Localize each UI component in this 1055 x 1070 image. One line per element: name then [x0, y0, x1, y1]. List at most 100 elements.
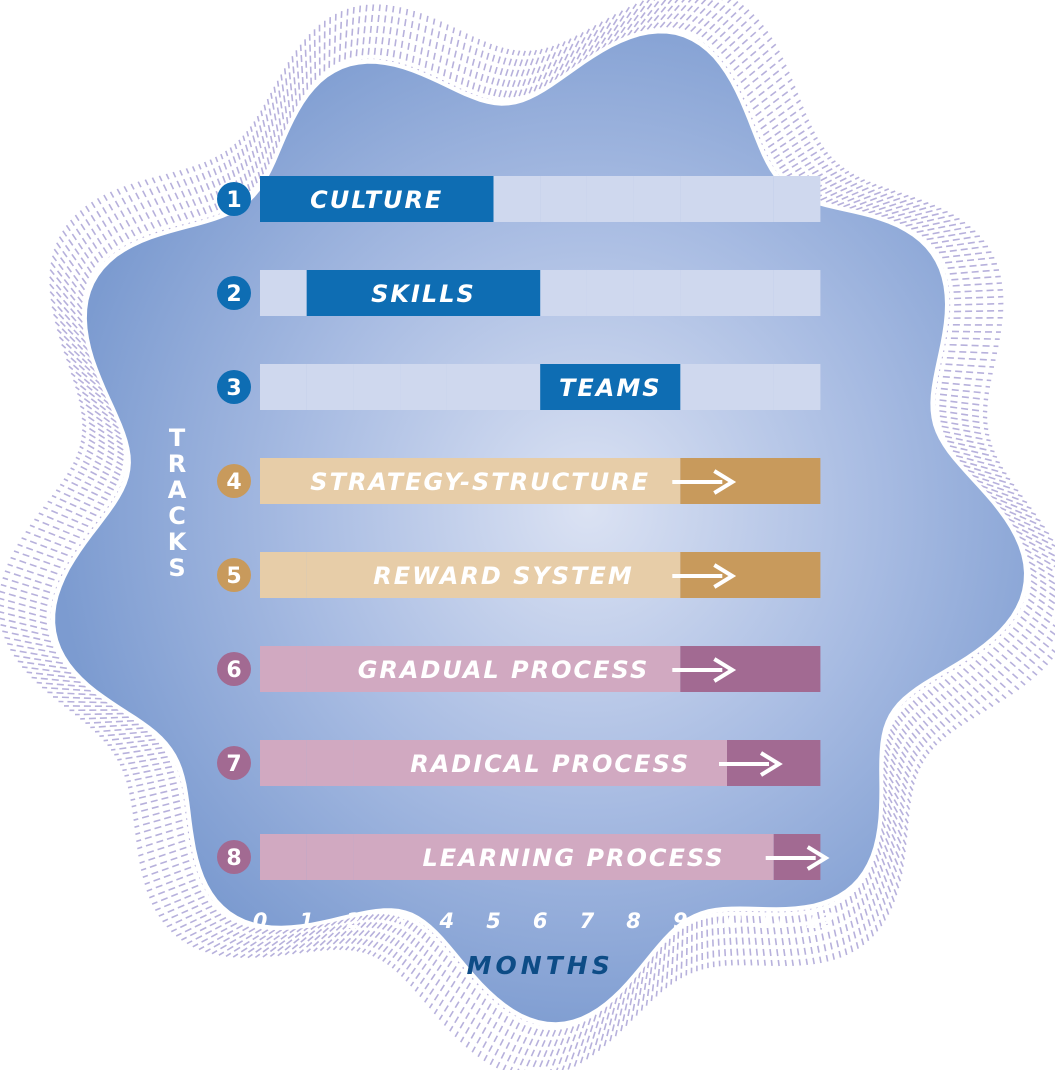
- track-row-8: LEARNING PROCESS 8: [217, 834, 830, 880]
- track-row-4: STRATEGY-STRUCTURE 4: [217, 458, 821, 504]
- track-row-2: SKILLS 2: [217, 270, 821, 316]
- track-number: 1: [226, 188, 241, 213]
- month-cell: [680, 176, 727, 222]
- x-tick-label: 12: [806, 909, 835, 933]
- x-tick-label: 6: [533, 909, 548, 933]
- y-axis-title-letter: S: [168, 554, 185, 582]
- month-cell: [306, 740, 354, 786]
- month-cell: [586, 176, 634, 222]
- month-cell: [260, 364, 307, 410]
- month-cell: [446, 364, 494, 410]
- continue-arrow: [672, 469, 737, 495]
- x-tick-label: 4: [438, 909, 454, 933]
- track-number-badge: 3: [217, 370, 251, 404]
- track-bar: [260, 176, 494, 222]
- month-cell: [727, 364, 774, 410]
- x-axis-title: MONTHS: [467, 951, 614, 980]
- month-cell: [306, 834, 354, 880]
- month-cell: [540, 176, 587, 222]
- month-cell: [633, 176, 681, 222]
- track-number: 7: [226, 752, 241, 777]
- track-number-badge: 4: [217, 464, 251, 498]
- y-axis-title-letter: K: [168, 528, 188, 556]
- track-number-badge: 6: [217, 652, 251, 686]
- y-axis-title-letter: R: [168, 450, 186, 478]
- track-bar: [306, 552, 681, 598]
- month-cell: [400, 364, 447, 410]
- track-label: LEARNING PROCESS: [423, 844, 725, 872]
- month-cell: [680, 270, 727, 316]
- track-number: 8: [226, 846, 241, 871]
- track-label: CULTURE: [310, 186, 443, 214]
- month-cell: [260, 646, 307, 692]
- track-label: RADICAL PROCESS: [410, 750, 690, 778]
- month-cell: [493, 364, 541, 410]
- month-cell: [633, 270, 681, 316]
- track-bar: [306, 646, 681, 692]
- track-number-badge: 8: [217, 840, 251, 874]
- y-axis-title-letter: A: [168, 476, 187, 504]
- month-cell: [540, 270, 587, 316]
- month-cell: [773, 176, 821, 222]
- continue-arrow: [765, 845, 830, 871]
- month-cell: [586, 270, 634, 316]
- x-tick-label: 9: [673, 909, 688, 933]
- track-number-badge: 5: [217, 558, 251, 592]
- track-row-7: RADICAL PROCESS 7: [217, 740, 821, 786]
- month-cell: [727, 270, 774, 316]
- track-number-badge: 2: [217, 276, 251, 310]
- month-cell: [260, 552, 307, 598]
- continue-arrow: [672, 563, 737, 589]
- track-number: 3: [226, 376, 241, 401]
- track-row-6: GRADUAL PROCESS 6: [217, 646, 821, 692]
- x-tick-label: 1: [299, 909, 314, 933]
- x-tick-label: 2: [346, 909, 361, 933]
- track-label: GRADUAL PROCESS: [358, 656, 650, 684]
- x-tick-label: 10: [712, 909, 741, 933]
- month-cell: [680, 364, 727, 410]
- month-cell: [260, 740, 307, 786]
- track-number: 4: [226, 470, 241, 495]
- track-bar: [540, 364, 681, 410]
- track-label: TEAMS: [559, 374, 662, 402]
- x-tick-label: 3: [393, 909, 408, 933]
- month-cell: [493, 176, 541, 222]
- track-row-5: REWARD SYSTEM 5: [217, 552, 821, 598]
- x-tick-label: 8: [626, 909, 641, 933]
- track-number: 6: [226, 658, 241, 683]
- month-cell: [260, 270, 307, 316]
- track-row-3: TEAMS 3: [217, 364, 821, 410]
- month-cell: [773, 270, 821, 316]
- x-tick-label: 5: [486, 909, 501, 933]
- track-number: 2: [226, 282, 241, 307]
- x-tick-label: 7: [580, 909, 595, 933]
- month-cell: [353, 364, 401, 410]
- y-axis-title-letter: T: [169, 424, 186, 452]
- track-row-1: CULTURE 1: [217, 176, 821, 222]
- track-bar: [306, 270, 541, 316]
- continue-arrow: [719, 751, 783, 777]
- track-bar: [353, 740, 727, 786]
- y-axis-title-letter: C: [168, 502, 186, 530]
- track-number: 5: [226, 564, 241, 589]
- track-number-badge: 7: [217, 746, 251, 780]
- x-tick-label: 11: [759, 909, 788, 933]
- month-cell: [773, 364, 821, 410]
- track-bar: [353, 834, 774, 880]
- month-cell: [260, 834, 307, 880]
- track-bar: [260, 458, 681, 504]
- track-label: SKILLS: [371, 280, 476, 308]
- track-number-badge: 1: [217, 182, 251, 216]
- track-label: REWARD SYSTEM: [373, 562, 633, 590]
- track-label: STRATEGY-STRUCTURE: [310, 468, 650, 496]
- month-cell: [306, 364, 354, 410]
- continue-arrow: [672, 657, 737, 683]
- x-tick-label: 0: [253, 909, 268, 933]
- month-cell: [727, 176, 774, 222]
